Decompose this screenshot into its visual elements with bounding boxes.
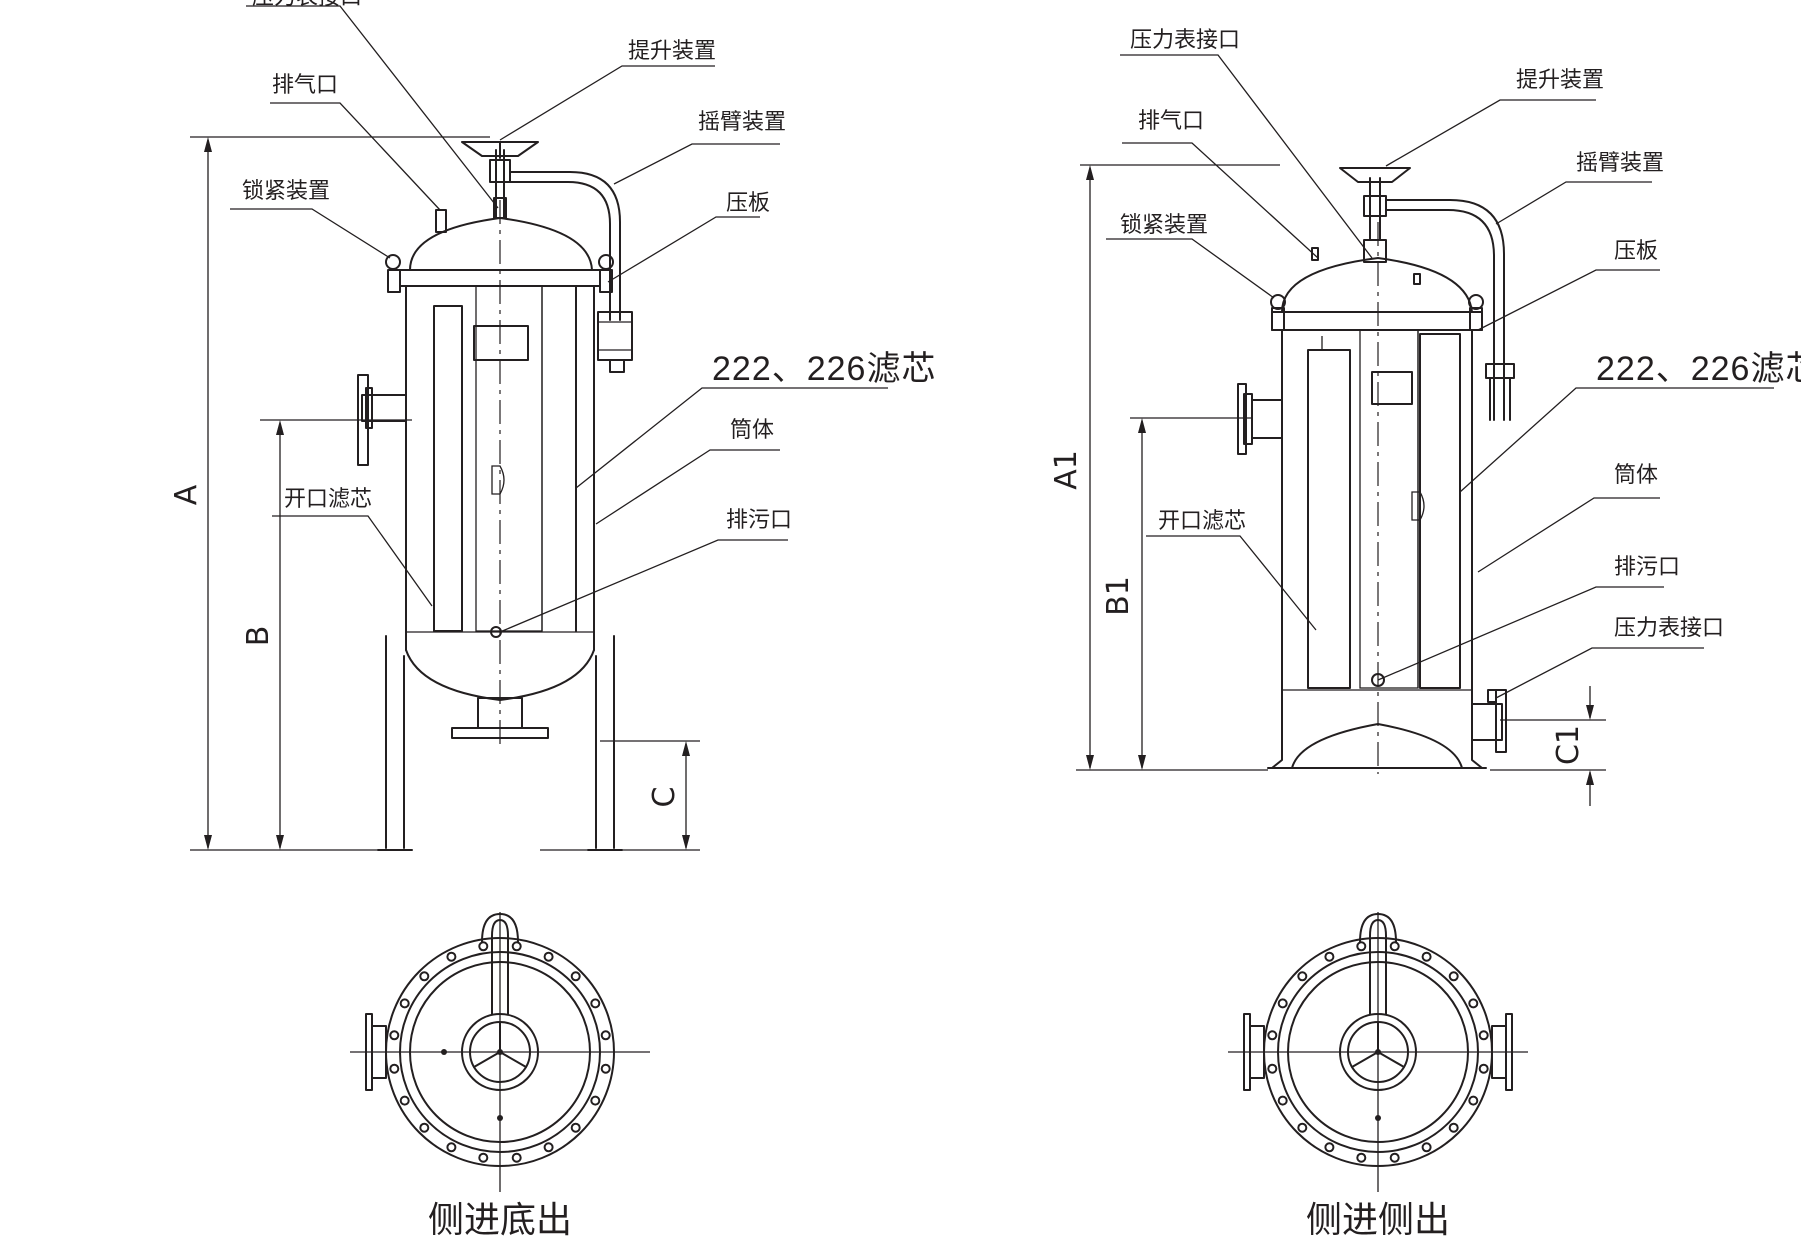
flange-bolt xyxy=(1324,951,1335,962)
flange-bolt xyxy=(1267,1030,1278,1041)
flange-bolt xyxy=(419,971,430,982)
left-top-fittings xyxy=(435,141,539,233)
flange-bolt xyxy=(389,1063,400,1074)
flange-bolt xyxy=(543,951,554,962)
right-locking-bolts xyxy=(1270,294,1484,331)
dim-c1-label: C1 xyxy=(1551,725,1586,765)
flange-bolt xyxy=(1267,1063,1278,1074)
flange-bolt xyxy=(1448,1122,1459,1133)
left-label-vent: 排气口 xyxy=(272,73,338,98)
flange-bolt xyxy=(511,1152,522,1163)
right-elevation-view xyxy=(1237,167,1515,774)
left-legs xyxy=(377,635,623,851)
left-label-press-plate: 压板 xyxy=(726,191,770,216)
left-label-locking-device: 锁紧装置 xyxy=(242,179,330,204)
right-label-shell: 筒体 xyxy=(1614,463,1658,488)
dim-b-label: B xyxy=(241,626,276,647)
dim-b1-label: B1 xyxy=(1101,576,1136,616)
left-label-pressure-gauge-port: 压力表接口 xyxy=(252,0,362,10)
flange-bolt xyxy=(1324,1142,1335,1153)
flange-bolt xyxy=(1421,1142,1432,1153)
left-swing-arm xyxy=(509,171,633,373)
right-top-fittings xyxy=(1311,167,1421,285)
flange-bolt xyxy=(419,1122,430,1133)
right-label-drain: 排污口 xyxy=(1614,555,1680,580)
flange-bolt xyxy=(600,1030,611,1041)
right-swing-arm xyxy=(1385,199,1515,421)
flange-bolt xyxy=(478,941,489,952)
right-plan-view xyxy=(1228,912,1528,1192)
flange-bolt xyxy=(1277,998,1288,1009)
flange-bolt xyxy=(399,998,410,1009)
right-label-swing-arm: 摇臂装置 xyxy=(1576,151,1664,176)
flange-bolt xyxy=(1389,1152,1400,1163)
flange-bolt xyxy=(570,1122,581,1133)
right-label-open-cartridge: 开口滤芯 xyxy=(1158,509,1246,534)
left-label-swing-arm: 摇臂装置 xyxy=(698,110,786,135)
flange-bolt xyxy=(1468,1095,1479,1106)
left-label-open-cartridge: 开口滤芯 xyxy=(284,487,372,512)
right-label-locking-device: 锁紧装置 xyxy=(1120,213,1208,238)
dim-a1-label: A1 xyxy=(1049,450,1084,490)
flange-bolt xyxy=(1389,941,1400,952)
flange-bolt xyxy=(1468,998,1479,1009)
left-label-lifting-device: 提升装置 xyxy=(628,39,716,64)
left-callouts: 压力表接口 提升装置 排气口 摇臂装置 锁紧装置 压板 222、226滤芯 开口… xyxy=(230,0,936,633)
right-label-cartridge-model: 222、226滤芯 xyxy=(1596,350,1801,388)
right-cartridges xyxy=(1307,329,1461,689)
right-side-outlet xyxy=(1471,689,1507,753)
flange-bolt xyxy=(570,971,581,982)
flange-bolt xyxy=(1277,1095,1288,1106)
right-label-press-plate: 压板 xyxy=(1614,239,1658,264)
left-elevation-view xyxy=(357,141,633,851)
right-label-vent: 排气口 xyxy=(1138,109,1204,134)
flange-bolt xyxy=(478,1152,489,1163)
flange-bolt xyxy=(1448,971,1459,982)
left-plan-view xyxy=(350,912,650,1192)
left-view-caption: 侧进底出 xyxy=(428,1200,572,1241)
right-label-lifting-device: 提升装置 xyxy=(1516,68,1604,93)
flange-bolt xyxy=(389,1030,400,1041)
right-label-pressure-gauge-port-bottom: 压力表接口 xyxy=(1614,616,1724,641)
left-label-shell: 筒体 xyxy=(730,418,774,443)
flange-bolt xyxy=(1478,1063,1489,1074)
right-inlet-flange xyxy=(1237,383,1283,455)
dim-c-label: C xyxy=(647,787,682,808)
flange-bolt xyxy=(399,1095,410,1106)
right-callouts: 压力表接口 提升装置 排气口 摇臂装置 锁紧装置 压板 222、226滤芯 筒体… xyxy=(1106,28,1801,699)
left-label-cartridge-model: 222、226滤芯 xyxy=(712,350,936,388)
dim-a-label: A xyxy=(169,484,204,505)
right-view-caption: 侧进侧出 xyxy=(1306,1200,1450,1241)
flange-bolt xyxy=(1297,971,1308,982)
left-label-drain: 排污口 xyxy=(726,508,792,533)
right-dimensions: A1 B1 C1 xyxy=(1049,164,1606,806)
flange-bolt xyxy=(1356,941,1367,952)
flange-bolt xyxy=(600,1063,611,1074)
flange-bolt xyxy=(590,1095,601,1106)
flange-bolt xyxy=(1297,1122,1308,1133)
flange-bolt xyxy=(1356,1152,1367,1163)
flange-bolt xyxy=(511,941,522,952)
left-cartridges xyxy=(433,285,577,638)
flange-bolt xyxy=(446,951,457,962)
left-dimensions: A B C xyxy=(169,136,700,851)
flange-bolt xyxy=(1421,951,1432,962)
flange-bolt xyxy=(543,1142,554,1153)
flange-bolt xyxy=(590,998,601,1009)
right-label-pressure-gauge-port-top: 压力表接口 xyxy=(1130,28,1240,53)
left-locking-bolts xyxy=(385,254,614,293)
flange-bolt xyxy=(446,1142,457,1153)
flange-bolt xyxy=(1478,1030,1489,1041)
